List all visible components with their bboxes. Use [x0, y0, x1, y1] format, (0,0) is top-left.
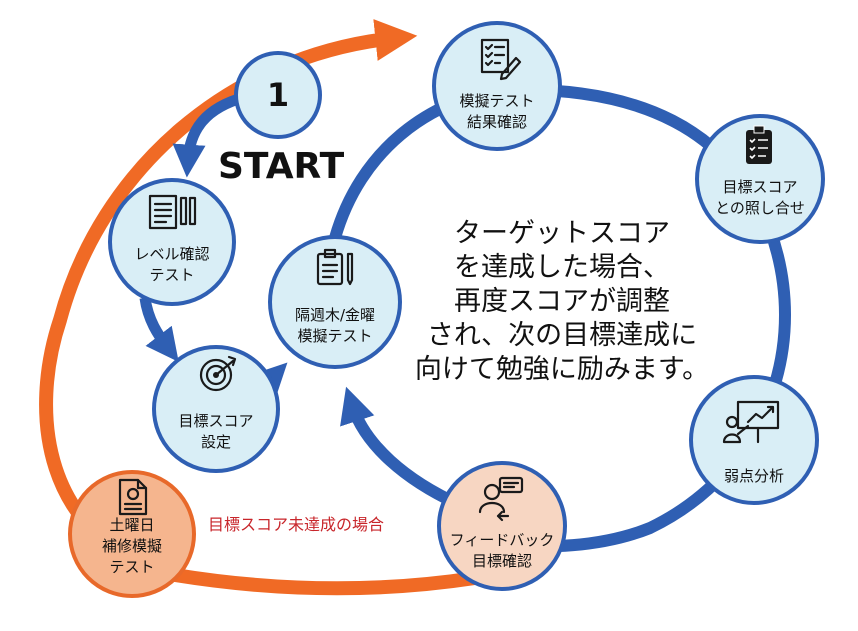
feedback-label-1: フィードバック [450, 531, 555, 549]
goal-setting-label-1: 目標スコア [178, 412, 253, 430]
start-step-badge: 1 [234, 51, 322, 139]
checklist-pencil-icon [480, 38, 522, 81]
mock-results-label-1: 模擬テスト [459, 92, 534, 110]
feedback-label-2: 目標確認 [472, 552, 532, 570]
center-line-1: ターゲットスコア [454, 218, 670, 249]
start-number: 1 [267, 76, 289, 114]
score-match-label-1: 目標スコア [722, 178, 797, 196]
node-mock-results: 模擬テスト 結果確認 [432, 21, 562, 151]
goal-setting-label-2: 設定 [201, 433, 231, 451]
document-pencil-icon [148, 194, 197, 230]
weakness-analysis-label: 弱点分析 [724, 467, 784, 485]
target-icon [199, 355, 237, 392]
node-level-test: レベル確認 テスト [108, 178, 236, 306]
node-goal-setting: 目標スコア 設定 [152, 345, 280, 473]
saturday-test-label-2: 補修模擬 [102, 537, 162, 555]
document-icon [118, 478, 148, 516]
node-saturday-test: 土曜日 補修模擬 テスト [68, 470, 196, 598]
node-score-match: 目標スコア との照し合せ [695, 114, 825, 244]
center-line-5: 向けて勉強に励みます。 [415, 354, 709, 385]
presentation-icon [722, 400, 780, 444]
node-biweekly-mock: 隔週木/金曜 模擬テスト [268, 235, 402, 369]
saturday-test-label-3: テスト [109, 558, 154, 576]
center-line-2: を達成した場合、 [454, 252, 670, 283]
center-message: ターゲットスコア を達成した場合、 再度スコアが調整 され、次の目標達成に 向け… [415, 218, 709, 385]
node-weakness-analysis: 弱点分析 [689, 375, 819, 505]
center-line-4: され、次の目標達成に [427, 320, 697, 351]
biweekly-mock-label-1: 隔週木/金曜 [295, 306, 375, 324]
start-label: START [218, 146, 345, 187]
clipboard-pen-icon [316, 248, 354, 286]
feedback-icon [478, 476, 524, 522]
score-match-label-2: との照し合せ [715, 199, 805, 217]
level-to-goal-arrow [139, 297, 179, 362]
level-test-label-2: テスト [149, 266, 194, 284]
feedback-return-arrow [340, 386, 463, 511]
mock-results-label-2: 結果確認 [467, 113, 527, 131]
clipboard-checklist-icon [746, 125, 772, 164]
level-test-label-1: レベル確認 [134, 245, 209, 263]
saturday-test-label-1: 土曜日 [109, 516, 154, 534]
start-arrow [172, 91, 247, 178]
center-line-3: 再度スコアが調整 [454, 286, 670, 317]
biweekly-mock-label-2: 模擬テスト [297, 327, 372, 345]
orange-loop-arrow [39, 19, 477, 596]
orange-loop-label: 目標スコア未達成の場合 [208, 515, 384, 534]
node-feedback: フィードバック 目標確認 [437, 461, 567, 591]
